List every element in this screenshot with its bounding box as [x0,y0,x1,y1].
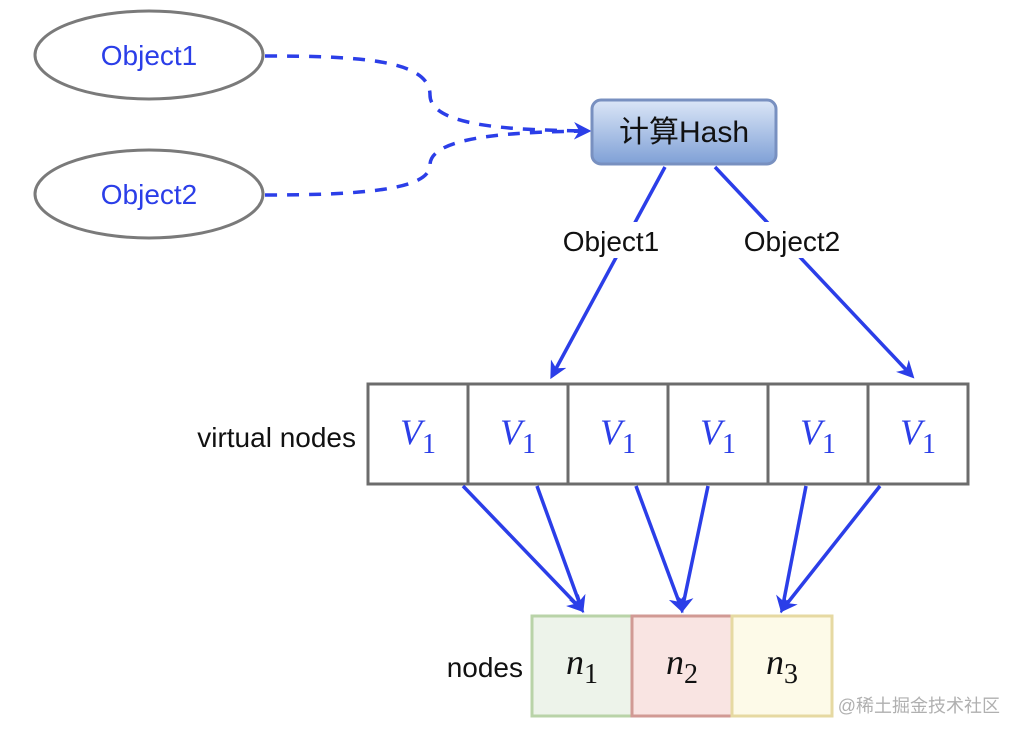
edge-label-object2: Object2 [744,226,841,257]
watermark: @稀土掘金技术社区 [838,696,1000,716]
edge-hash-to-vnode-right [713,165,915,379]
dashed-edge-object2 [264,129,589,197]
virtual-node-cell: V1 [566,382,670,486]
node-label: n3 [766,642,798,690]
virtual-node-cell: V1 [466,382,570,486]
virtual-node-label: V1 [500,412,536,460]
virtual-node-label: V1 [600,412,636,460]
node-label: n1 [566,642,598,690]
object1-label: Object1 [101,40,198,71]
mapping-arrow [461,484,585,613]
virtual-node-label: V1 [700,412,736,460]
virtual-node-cell: V1 [666,382,770,486]
hash-box: 计算Hash [590,98,778,166]
mapping-arrow [676,485,710,614]
edge-hash-to-vnode-left [550,166,667,380]
object1-node: Object1 [33,9,265,101]
mapping-arrow [779,484,882,613]
node-label: n2 [666,642,698,690]
node-cell-3: n3 [730,614,834,718]
nodes-label: nodes [447,652,523,683]
node-cell-2: n2 [630,614,734,718]
hash-box-label: 计算Hash [619,116,749,149]
dashed-edge-object1 [264,54,592,140]
virtual-nodes-row: V1 V1 V1 V1 V1 V1 [366,382,970,486]
virtual-node-cell: V1 [366,382,470,486]
virtual-node-label: V1 [800,412,836,460]
virtual-node-label: V1 [400,412,436,460]
virtual-node-cell: V1 [866,382,970,486]
object2-label: Object2 [101,179,198,210]
object2-node: Object2 [33,148,265,240]
vnode-to-node-arrows [461,484,882,614]
node-cell-1: n1 [530,614,634,718]
mapping-arrow [776,485,808,614]
nodes-row: n1 n2 n3 [530,614,834,718]
mapping-arrow [634,485,686,614]
virtual-node-cell: V1 [766,382,870,486]
virtual-node-label: V1 [900,412,936,460]
edge-label-object1: Object1 [563,226,660,257]
virtual-nodes-label: virtual nodes [197,422,356,453]
mapping-arrow [535,485,586,614]
